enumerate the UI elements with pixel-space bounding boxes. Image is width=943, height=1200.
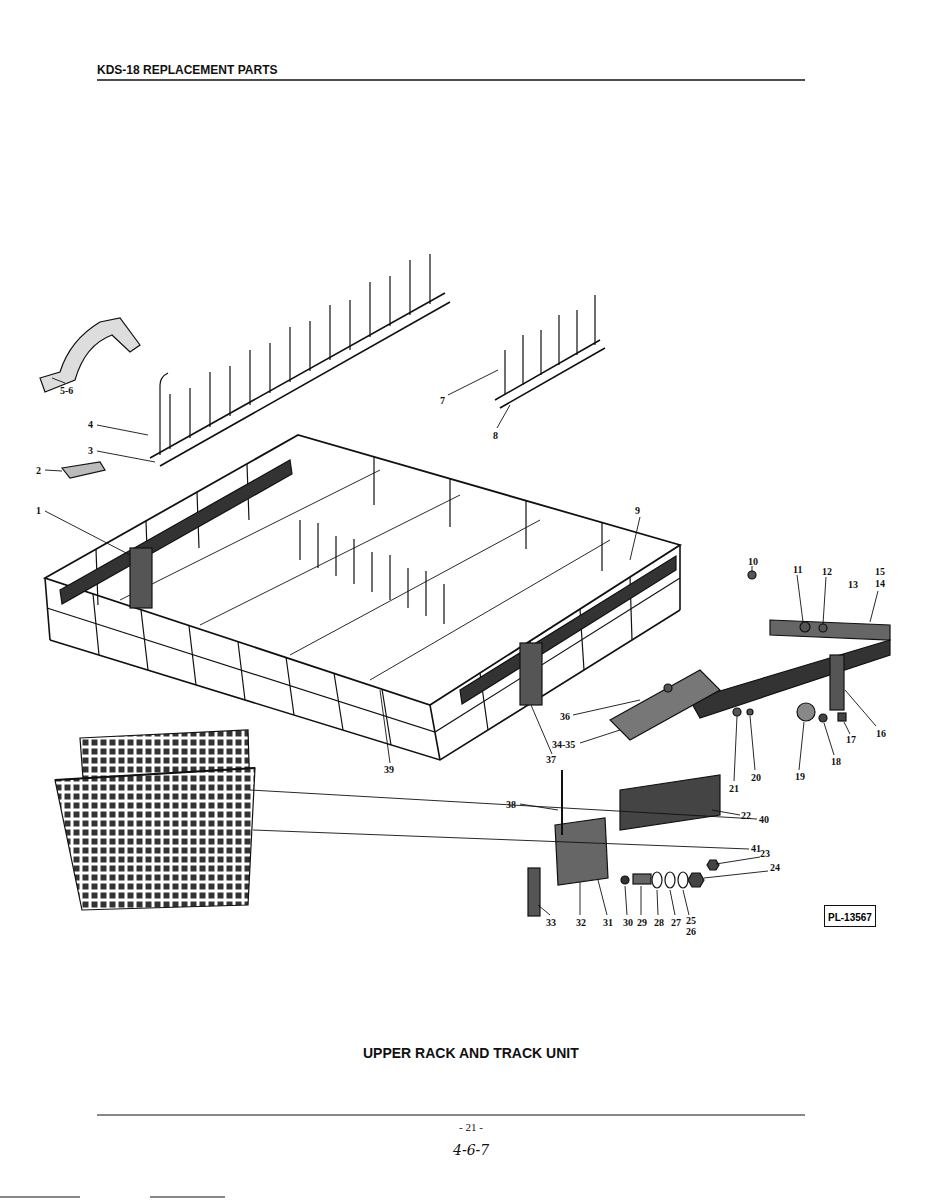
callout-number: 17 [846,734,856,745]
track-end [830,655,844,710]
pin [747,709,753,715]
callout-number: 7 [440,395,445,406]
callout-number: 33 [546,917,556,928]
callout-number: 18 [831,756,841,767]
callout-number: 1 [36,505,41,516]
basket-rim [55,768,255,780]
callout-number: 5-6 [60,385,73,396]
callout-number: 19 [795,771,805,782]
roller [797,703,815,721]
nut [707,860,719,870]
roller-axle [819,714,827,722]
rack-front-wires [93,577,632,745]
track-cover [620,775,720,830]
callout-number: 8 [493,430,498,441]
end-cap [528,868,540,916]
callout-number: 32 [576,917,586,928]
callout-number: 41 [751,843,761,854]
callout-number: 10 [748,556,758,567]
washer [652,872,662,888]
plate-number: PL-13567 [828,912,872,923]
callout-number: 28 [654,917,664,928]
figure-caption: UPPER RACK AND TRACK UNIT [363,1046,579,1061]
callout-number: 20 [751,772,761,783]
callout-number: 39 [384,764,394,775]
screw [633,874,651,884]
stop [748,571,756,579]
washer [800,622,810,632]
small-tine-prongs [505,295,595,395]
handwritten-note: 4-6-7 [453,1143,489,1158]
callout-number: 4 [88,419,93,430]
callout-number: 34-35 [552,739,575,750]
callout-number: 9 [635,505,640,516]
edge-mark [0,1196,80,1197]
tine-rack [150,293,450,466]
callout-number: 31 [603,917,613,928]
washer [621,876,629,884]
callout-number: 36 [560,711,570,722]
rack-corners [45,545,680,760]
callout-number: 29 [637,917,647,928]
callout-number: 30 [623,917,633,928]
plate-number-box: PL-13567 [824,905,876,927]
screw [838,713,846,721]
callout-number: 23 [760,848,770,859]
pin [733,708,741,716]
rack-clip [40,318,140,392]
washer [678,872,688,888]
callout-number: 27 [671,917,681,928]
callout-number: 26 [686,926,696,937]
callout-number: 37 [546,754,556,765]
callout-number: 3 [88,445,93,456]
callout-number: 13 [848,579,858,590]
callout-number: 25 [686,915,696,926]
track-rail [690,640,890,718]
callout-number: 2 [36,465,41,476]
rack-rim [45,435,680,705]
tine-rack-prongs [160,254,430,455]
callout-number: 14 [875,578,885,589]
rack-rail [60,460,292,604]
rack-fixed-tines [300,520,444,624]
track-top [770,620,890,640]
page-header: KDS-18 REPLACEMENT PARTS [97,64,277,77]
callout-number: 21 [729,783,739,794]
rack-bracket [520,643,542,705]
callout-number: 22 [741,810,751,821]
nut [688,873,704,887]
silverware-basket [55,768,255,910]
nut [664,684,672,692]
callout-number: 16 [876,728,886,739]
callout-number: 38 [506,799,516,810]
header-rule [97,79,805,81]
page-number: - 21 - [459,1121,483,1133]
washer [819,624,827,632]
rack-bracket [130,548,152,608]
edge-mark [150,1196,225,1197]
small-tine-rack [495,340,605,408]
track-bracket [610,670,720,740]
clip [62,462,105,478]
callout-number: 11 [793,564,802,575]
rod [561,770,563,835]
footer-rule [97,1114,805,1115]
callout-number: 24 [770,862,780,873]
callout-number: 40 [759,814,769,825]
callout-number: 12 [822,566,832,577]
washer [665,872,675,888]
leader-lines [45,370,878,915]
callout-number: 15 [875,566,885,577]
rack-rail [460,556,676,704]
